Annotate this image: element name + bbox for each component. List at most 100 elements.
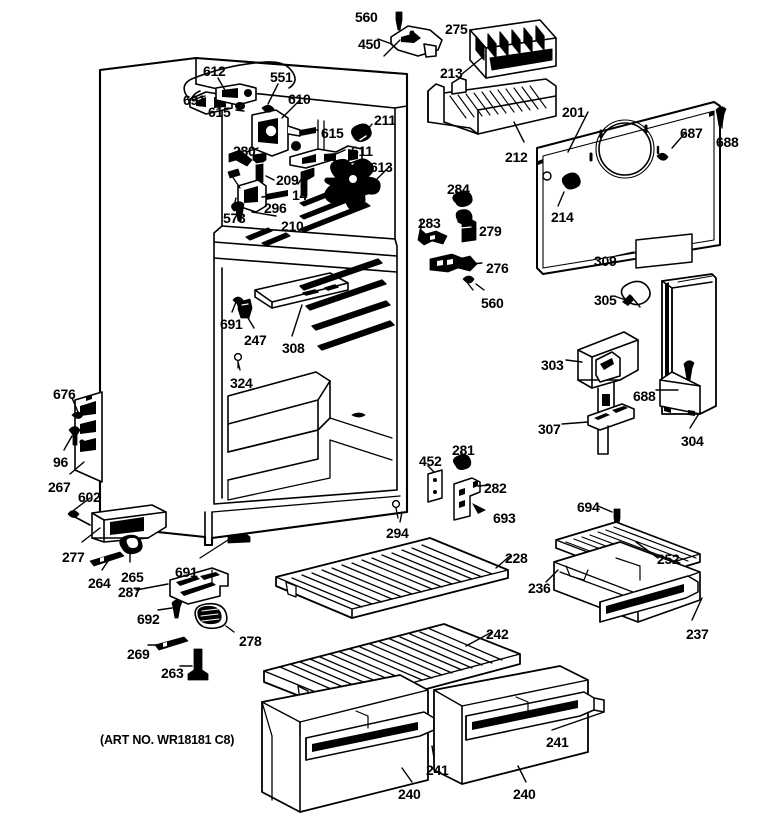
callout-284: 284 xyxy=(447,181,470,197)
callout-450: 450 xyxy=(358,36,381,52)
callout-237: 237 xyxy=(686,626,709,642)
part-613-fan-blade xyxy=(324,158,381,211)
callout-688: 688 xyxy=(633,388,656,404)
callout-610: 610 xyxy=(288,91,311,107)
callout-688: 688 xyxy=(716,134,739,150)
part-280-lever xyxy=(228,149,253,167)
callout-613: 613 xyxy=(370,159,393,175)
part-275-hinge xyxy=(390,25,443,58)
callout-267: 267 xyxy=(48,479,71,495)
part-279-valve xyxy=(455,209,477,243)
part-693-arrow xyxy=(472,503,486,514)
callout-211: 211 xyxy=(374,112,396,128)
callout-281: 281 xyxy=(452,442,475,458)
callout-265: 265 xyxy=(121,569,144,585)
callout-282: 282 xyxy=(484,480,507,496)
callout-676: 676 xyxy=(53,386,76,402)
callout-263: 263 xyxy=(161,665,184,681)
callout-615: 615 xyxy=(321,125,344,141)
part-612-switch xyxy=(215,83,257,110)
callout-305: 305 xyxy=(594,292,617,308)
part-452-bracket xyxy=(427,469,443,503)
part-602-screw xyxy=(67,510,91,526)
leader-lines xyxy=(63,38,723,783)
part-303-dispenser-housing xyxy=(577,331,639,415)
part-209-component xyxy=(252,152,267,184)
part-96-pin xyxy=(68,426,81,446)
callout-280: 280 xyxy=(233,143,256,159)
callout-213: 213 xyxy=(440,65,463,81)
part-264-axle xyxy=(89,551,125,567)
part-692-screw xyxy=(171,599,183,619)
callout-14: 14 xyxy=(292,187,307,203)
callout-693: 693 xyxy=(493,510,516,526)
callout-573: 573 xyxy=(223,210,246,226)
callout-691: 691 xyxy=(175,564,198,580)
callout-452: 452 xyxy=(419,453,442,469)
callout-279: 279 xyxy=(479,223,502,239)
part-237-rail xyxy=(599,575,699,623)
callout-611: 611 xyxy=(351,143,373,159)
callout-242: 242 xyxy=(486,626,509,642)
part-294-pin xyxy=(391,499,401,519)
callout-209: 209 xyxy=(276,172,299,188)
callout-691: 691 xyxy=(183,92,206,108)
callout-309: 309 xyxy=(594,253,617,269)
callout-694: 694 xyxy=(577,499,600,515)
callout-201: 201 xyxy=(562,104,585,120)
callout-551: 551 xyxy=(270,69,293,85)
part-265-roller xyxy=(119,534,143,555)
part-277-leg xyxy=(91,504,167,543)
part-309-plate xyxy=(635,233,693,269)
callout-692: 692 xyxy=(137,611,160,627)
part-278-roller xyxy=(194,602,228,630)
part-263-leveling-leg xyxy=(187,648,209,681)
part-211-grommet xyxy=(351,123,372,142)
part-307-support xyxy=(587,403,635,455)
callout-303: 303 xyxy=(541,357,564,373)
part-267-hinge-plate xyxy=(74,391,103,483)
callout-687: 687 xyxy=(680,125,703,141)
part-324-pin xyxy=(233,352,243,369)
callout-602: 602 xyxy=(78,489,101,505)
part-228-wire-shelf xyxy=(275,537,509,619)
callout-277: 277 xyxy=(62,549,85,565)
callout-241: 241 xyxy=(546,734,569,750)
callout-236: 236 xyxy=(528,580,551,596)
callout-214: 214 xyxy=(551,209,574,225)
callout-241: 241 xyxy=(426,762,449,778)
callout-275: 275 xyxy=(445,21,468,37)
callout-324: 324 xyxy=(230,375,253,391)
callout-304: 304 xyxy=(681,433,704,449)
part-305-cap xyxy=(620,280,651,308)
part-282-hinge xyxy=(453,477,481,521)
part-210-screw xyxy=(231,201,245,222)
callout-96: 96 xyxy=(53,454,68,470)
callout-269: 269 xyxy=(127,646,150,662)
liner-lower-step xyxy=(227,371,393,501)
callout-287: 287 xyxy=(118,584,141,600)
callout-247: 247 xyxy=(244,332,267,348)
callout-612: 612 xyxy=(203,63,226,79)
part-276-bracket xyxy=(429,253,478,273)
callout-691: 691 xyxy=(220,316,243,332)
callout-240: 240 xyxy=(513,786,536,802)
callout-276: 276 xyxy=(486,260,509,276)
part-283-bracket xyxy=(417,228,448,246)
part-688-screw-a xyxy=(715,106,727,127)
callout-278: 278 xyxy=(239,633,262,649)
liner-shelf-rails xyxy=(299,258,395,351)
part-304-door-panel xyxy=(659,273,717,416)
callout-294: 294 xyxy=(386,525,409,541)
part-688-screw-b xyxy=(683,360,695,381)
part-14-bracket xyxy=(300,167,315,197)
part-213-ice-tray xyxy=(469,19,557,79)
part-691-screw-c xyxy=(199,533,251,559)
callout-264: 264 xyxy=(88,575,111,591)
part-240-drawer-left xyxy=(261,674,445,813)
callout-296: 296 xyxy=(264,200,287,216)
callout-283: 283 xyxy=(418,215,441,231)
callout-560: 560 xyxy=(481,295,504,311)
